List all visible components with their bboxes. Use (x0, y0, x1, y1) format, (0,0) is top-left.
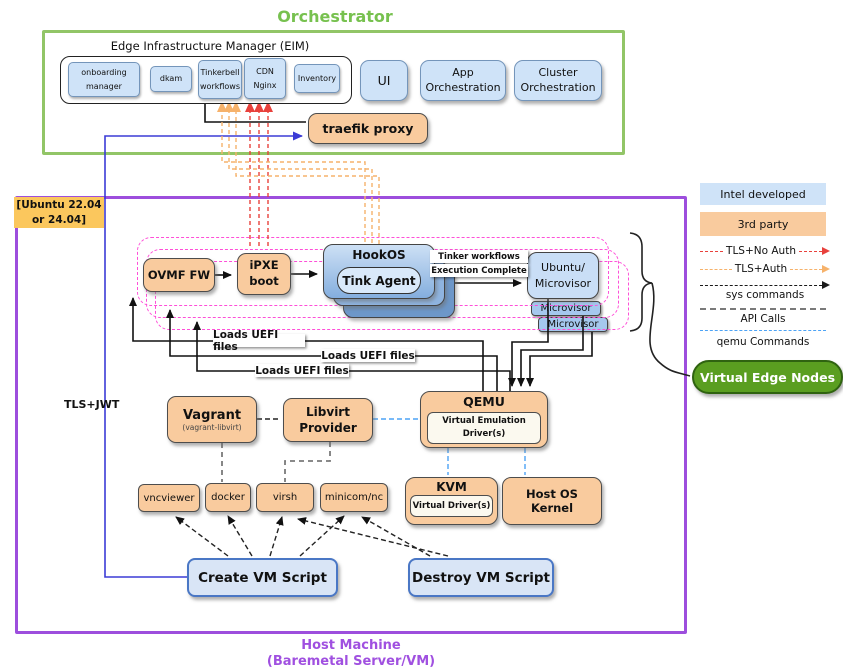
tls-auth-arrow-icon (822, 265, 830, 273)
tls-auth-dash (700, 268, 732, 270)
tool-vncviewer: vncviewer (138, 484, 200, 512)
legend-qemu-commands-line (700, 330, 826, 331)
vagrant-label: Vagrant (182, 407, 242, 423)
sys-command-lines (175, 418, 449, 557)
loads-uefi-label-3: Loads UEFI files (255, 364, 349, 377)
sys-commands-arrow-icon (822, 281, 830, 289)
ovmf-fw-box: OVMF FW (143, 258, 215, 292)
ui-box: UI (360, 60, 408, 101)
ipxe-boot-box: iPXE boot (237, 253, 291, 295)
ubuntu-version-note: [Ubuntu 22.04 or 24.04] (14, 197, 104, 228)
orchestrator-title: Orchestrator (277, 7, 393, 26)
ubuntu-microvisor-box: Ubuntu/ Microvisor (527, 252, 599, 299)
kvm-label: KVM (436, 480, 467, 494)
virtual-edge-nodes-box: Virtual Edge Nodes (692, 360, 843, 394)
qemu-driver-box: Virtual Emulation Driver(s) (427, 412, 541, 444)
module-cdn-nginx: CDN Nginx (244, 58, 286, 99)
qemu-command-lines (373, 418, 526, 475)
orchestrator-box (42, 30, 625, 155)
cluster-orchestration-box: Cluster Orchestration (514, 60, 602, 101)
tls-auth-label: TLS+Auth (734, 263, 788, 275)
module-tinkerbell-workflows: Tinkerbell workflows (198, 60, 242, 99)
tls-auth-lines (217, 101, 380, 258)
tls-no-auth-label: TLS+No Auth (726, 245, 796, 257)
legend-api-calls-line (700, 308, 826, 310)
destroy-vm-script-box: Destroy VM Script (408, 558, 554, 597)
traefik-proxy-box: traefik proxy (308, 113, 428, 144)
tls-jwt-line (104, 131, 303, 578)
tls-no-auth-dash2 (798, 250, 823, 252)
sys-commands-dash (700, 284, 822, 286)
host-machine-box (15, 196, 687, 634)
qemu-label: QEMU (463, 394, 505, 409)
api-calls-label: API Calls (740, 313, 786, 325)
libvirt-provider-box: Libvirt Provider (283, 398, 373, 442)
tls-auth-dash2 (790, 268, 822, 270)
vagrant-sub-label: (vagrant-libvirt) (182, 422, 242, 432)
tls-no-auth-dash (700, 250, 724, 252)
tink-agent-box: Tink Agent (337, 267, 421, 294)
kvm-driver-box: Virtual Driver(s) (410, 495, 493, 517)
workflow-note-line1: Tinker workflows (430, 250, 528, 263)
hookos-label: HookOS (352, 248, 406, 262)
tool-docker: docker (205, 483, 251, 512)
tls-no-auth-lines (245, 101, 273, 246)
module-dkam: dkam (150, 66, 192, 92)
module-onboarding-manager: onboarding manager (68, 62, 140, 97)
edge-nodes-brace (629, 232, 691, 377)
create-vm-script-box: Create VM Script (187, 558, 338, 597)
loads-uefi-label-2: Loads UEFI files (321, 349, 415, 362)
legend-tls-auth: TLS+Auth (700, 261, 830, 277)
api-call-lines (221, 442, 331, 482)
tls-no-auth-arrow-icon (822, 247, 831, 255)
eim-title: Edge Infrastructure Manager (EIM) (110, 39, 310, 53)
tool-virsh: virsh (256, 483, 314, 512)
legend-third-party: 3rd party (700, 212, 826, 236)
sys-commands-label: sys commands (725, 289, 805, 301)
workflow-note-line2: Execution Complete (430, 264, 528, 277)
loads-uefi-label-1: Loads UEFI files (213, 329, 305, 353)
module-inventory: Inventory (294, 64, 340, 93)
legend-tls-no-auth: TLS+No Auth (700, 243, 831, 259)
app-orchestration-box: App Orchestration (420, 60, 506, 101)
ubuntu-microvisor-line2: Microvisor (534, 276, 592, 290)
vagrant-box: Vagrant (vagrant-libvirt) (167, 396, 257, 443)
legend-sys-commands-line (700, 281, 830, 289)
legend-intel-developed: Intel developed (700, 183, 826, 205)
qemu-commands-label: qemu Commands (716, 336, 810, 348)
tls-jwt-label: TLS+JWT (64, 398, 120, 411)
tool-minicom-nc: minicom/nc (320, 483, 388, 512)
host-os-kernel-box: Host OS Kernel (502, 477, 602, 525)
host-machine-title: Host Machine (301, 638, 401, 653)
host-machine-subtitle: (Baremetal Server/VM) (266, 654, 436, 669)
ubuntu-microvisor-line1: Ubuntu/ (541, 261, 585, 275)
